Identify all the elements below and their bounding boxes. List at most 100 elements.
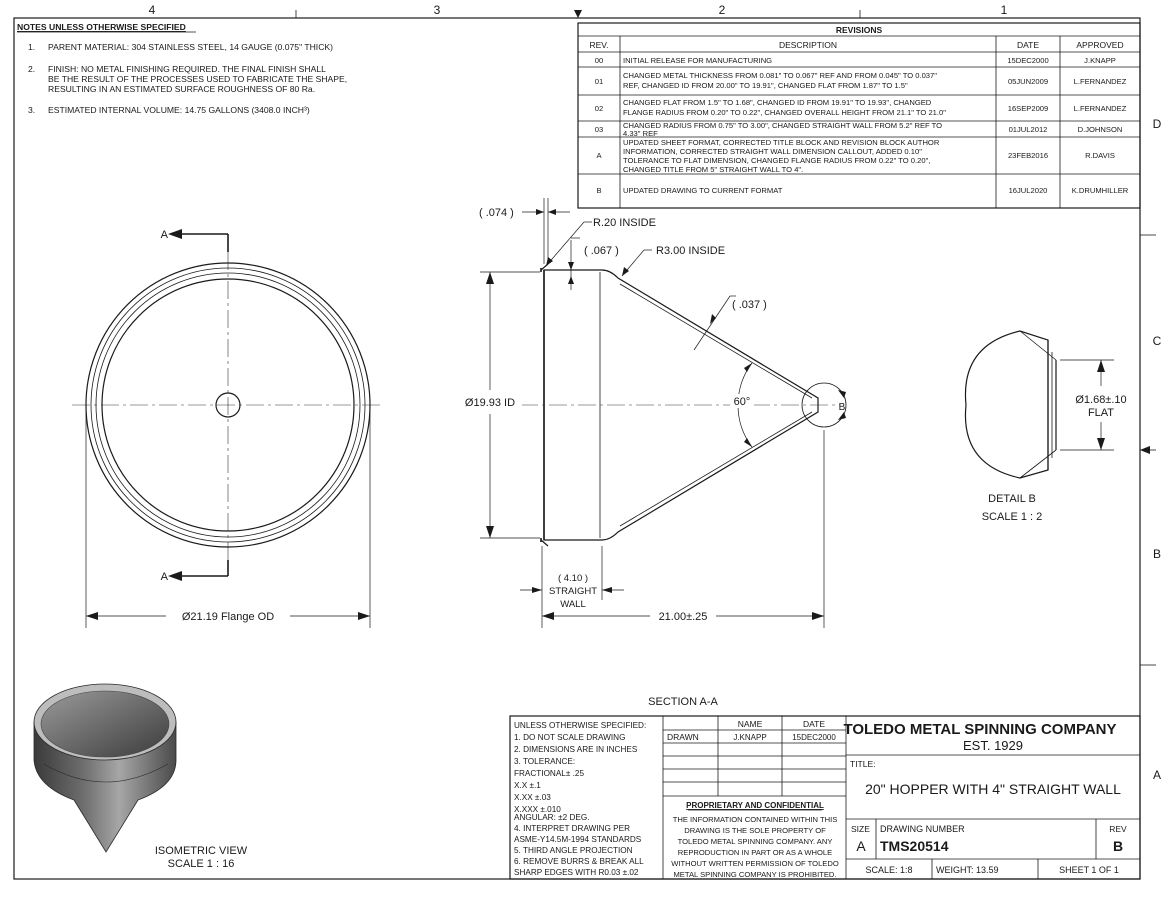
rev-row: A UPDATED SHEET FORMAT, CORRECTED TITLE … — [596, 138, 1114, 174]
dim-inner-diameter: Ø19.93 ID — [465, 397, 515, 409]
rev-row: B UPDATED DRAWING TO CURRENT FORMAT 16JU… — [596, 186, 1128, 195]
svg-text:16JUL2020: 16JUL2020 — [1009, 186, 1048, 195]
svg-text:INITIAL RELEASE FOR MANUFACTUR: INITIAL RELEASE FOR MANUFACTURING — [623, 56, 772, 65]
detail-b-title: DETAIL B — [988, 493, 1036, 505]
drawing-size: A — [856, 838, 866, 854]
detail-b-flat-dimension: Ø1.68±.10 — [1075, 394, 1126, 406]
rev-header-rev: REV. — [589, 40, 608, 50]
zone-top-3: 3 — [434, 3, 441, 17]
size-label: SIZE — [851, 824, 870, 834]
rev-header-date: DATE — [1017, 40, 1039, 50]
tolerance-line: UNLESS OTHERWISE SPECIFIED: — [514, 721, 646, 730]
svg-text:CHANGED RADIUS FROM 0.75" TO 3: CHANGED RADIUS FROM 0.75" TO 3.00", CHAN… — [623, 121, 942, 130]
notes-block: NOTES UNLESS OTHERWISE SPECIFIED 1. PARE… — [17, 22, 347, 115]
company-established: EST. 1929 — [963, 738, 1023, 753]
drawn-name: J.KNAPP — [733, 733, 766, 742]
svg-text:UPDATED SHEET FORMAT, CORRECTE: UPDATED SHEET FORMAT, CORRECTED TITLE BL… — [623, 138, 940, 147]
drawing-rev: B — [1113, 838, 1123, 854]
rev-row: 01 CHANGED METAL THICKNESS FROM 0.081" T… — [595, 71, 1127, 90]
svg-text:02: 02 — [595, 104, 603, 113]
section-view-title: SECTION A-A — [648, 696, 718, 708]
detail-b-marker: B — [839, 402, 846, 413]
dim-straight-wall-label-1: STRAIGHT — [549, 586, 597, 597]
note-1-line-1: PARENT MATERIAL: 304 STAINLESS STEEL, 14… — [48, 42, 333, 52]
tolerance-line: ASME-Y14.5M-1994 STANDARDS — [514, 835, 642, 844]
tolerance-line: SHARP EDGES WITH R0.03 ±.02 — [514, 868, 639, 877]
zone-right-d: D — [1153, 117, 1162, 131]
proprietary-line: METAL SPINNING COMPANY IS PROHIBITED. — [673, 870, 836, 879]
svg-text:INFORMATION, CORRECTED STRAIGH: INFORMATION, CORRECTED STRAIGHT WALL DIM… — [623, 147, 922, 156]
proprietary-line: WITHOUT WRITTEN PERMISSION OF TOLEDO — [671, 859, 839, 868]
dim-flange-thickness: ( .074 ) — [479, 207, 514, 219]
svg-text:01JUL2012: 01JUL2012 — [1009, 125, 1048, 134]
proprietary-line: TOLEDO METAL SPINNING COMPANY. ANY — [678, 837, 833, 846]
svg-text:CHANGED METAL THICKNESS FROM 0: CHANGED METAL THICKNESS FROM 0.081" TO 0… — [623, 71, 937, 80]
zone-right-c: C — [1153, 334, 1162, 348]
drawn-label: DRAWN — [667, 732, 699, 742]
drawing-scale: SCALE: 1:8 — [865, 865, 912, 875]
zone-top-1: 1 — [1001, 3, 1008, 17]
svg-text:FLANGE RADIUS FROM 0.20" TO 0.: FLANGE RADIUS FROM 0.20" TO 0.22", CHANG… — [623, 108, 946, 117]
proprietary-line: DRAWING IS THE SOLE PROPERTY OF — [684, 826, 826, 835]
isometric-view: ISOMETRIC VIEW SCALE 1 : 16 — [33, 683, 248, 870]
revisions-title: REVISIONS — [836, 25, 883, 35]
svg-text:A: A — [596, 151, 602, 160]
svg-text:K.DRUMHILLER: K.DRUMHILLER — [1072, 186, 1129, 195]
svg-text:D.JOHNSON: D.JOHNSON — [1078, 125, 1123, 134]
tolerance-line: X.XXX ±.010 — [514, 805, 561, 814]
note-2-line-1: FINISH: NO METAL FINISHING REQUIRED. THE… — [48, 64, 326, 74]
svg-text:03: 03 — [595, 125, 603, 134]
svg-text:05JUN2009: 05JUN2009 — [1008, 77, 1048, 86]
zone-top-4: 4 — [149, 3, 156, 17]
dim-overall-height: 21.00±.25 — [659, 611, 708, 623]
isometric-title: ISOMETRIC VIEW — [155, 845, 248, 857]
proprietary-title: PROPRIETARY AND CONFIDENTIAL — [686, 801, 824, 810]
svg-text:01: 01 — [595, 77, 603, 86]
note-3-num: 3. — [28, 105, 35, 115]
note-2-num: 2. — [28, 64, 35, 74]
svg-text:L.FERNANDEZ: L.FERNANDEZ — [1074, 77, 1127, 86]
svg-text:R.DAVIS: R.DAVIS — [1085, 151, 1115, 160]
svg-text:REF, CHANGED ID FROM 20.00" TO: REF, CHANGED ID FROM 20.00" TO 19.91", C… — [623, 81, 908, 90]
note-2-line-2: BE THE RESULT OF THE PROCESSES USED TO F… — [48, 74, 347, 84]
drawing-number: TMS20514 — [880, 838, 949, 854]
rev-row: 00 INITIAL RELEASE FOR MANUFACTURING 15D… — [595, 56, 1116, 65]
section-view: ( .074 ) R.20 INSIDE ( .067 ) R3.00 INSI… — [458, 198, 847, 708]
drawn-date: 15DEC2000 — [792, 733, 836, 742]
dim-cone-angle: 60° — [734, 396, 751, 408]
svg-text:15DEC2000: 15DEC2000 — [1007, 56, 1048, 65]
svg-text:TOLERANCE TO FLAT DIMENSION, C: TOLERANCE TO FLAT DIMENSION, CHANGED FLA… — [623, 156, 930, 165]
title-block: UNLESS OTHERWISE SPECIFIED: 1. DO NOT SC… — [509, 715, 1141, 880]
proprietary-line: THE INFORMATION CONTAINED WITHIN THIS — [673, 815, 838, 824]
company-name: TOLEDO METAL SPINNING COMPANY — [843, 721, 1116, 738]
flange-od-dimension: Ø21.19 Flange OD — [182, 611, 274, 623]
isometric-scale: SCALE 1 : 16 — [168, 858, 235, 870]
zone-right-a: A — [1153, 768, 1161, 782]
svg-text:4.33" REF: 4.33" REF — [623, 129, 658, 138]
rev-label: REV — [1109, 824, 1127, 834]
dim-cone-thickness: ( .037 ) — [732, 299, 767, 311]
revisions-table: REVISIONS REV. DESCRIPTION DATE APPROVED… — [577, 22, 1141, 209]
outlet-circle — [215, 392, 241, 418]
section-label-bottom: A — [161, 571, 169, 583]
zone-top-2: 2 — [719, 3, 726, 17]
svg-text:UPDATED DRAWING TO CURRENT FOR: UPDATED DRAWING TO CURRENT FORMAT — [623, 186, 783, 195]
flange-outer-circle — [85, 262, 371, 548]
tolerance-line: X.XX ±.03 — [514, 793, 551, 802]
name-header: NAME — [738, 719, 763, 729]
detail-b-outline — [964, 330, 1049, 479]
note-1-num: 1. — [28, 42, 35, 52]
tolerance-line: 5. THIRD ANGLE PROJECTION — [514, 846, 633, 855]
dim-straight-wall-value: ( 4.10 ) — [558, 573, 588, 584]
svg-text:16SEP2009: 16SEP2009 — [1008, 104, 1049, 113]
zone-labels: 4 3 2 1 D C B A — [149, 3, 1162, 782]
tolerance-line: 4. INTERPRET DRAWING PER — [514, 824, 630, 833]
note-2-line-3: RESULTING IN AN ESTIMATED SURFACE ROUGHN… — [48, 84, 315, 94]
rev-header-description: DESCRIPTION — [779, 40, 837, 50]
note-3-line-1: ESTIMATED INTERNAL VOLUME: 14.75 GALLONS… — [48, 105, 310, 115]
svg-text:L.FERNANDEZ: L.FERNANDEZ — [1074, 104, 1127, 113]
proprietary-line: REPRODUCTION IN PART OR AS A WHOLE — [678, 848, 832, 857]
date-header: DATE — [803, 719, 825, 729]
tolerance-line: 6. REMOVE BURRS & BREAK ALL — [514, 857, 644, 866]
